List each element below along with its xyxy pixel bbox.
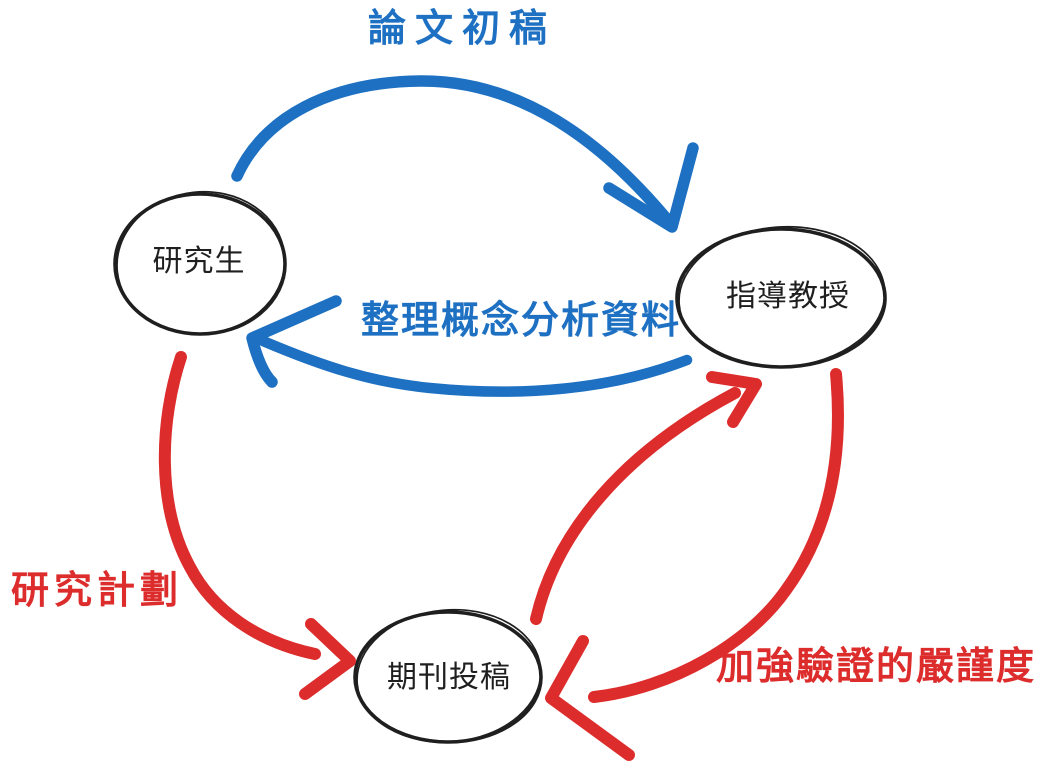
arrow-paper-draft [231, 75, 699, 233]
node-ellipse-graduate-student [113, 190, 287, 336]
edge-label-strengthen-rigor: 加強驗證的嚴謹度 [715, 644, 1037, 688]
arrow-organize-concept-analysis [246, 295, 693, 397]
node-ellipse-advisor [675, 225, 887, 369]
node-label-journal-submission: 期刊投稿 [387, 660, 511, 695]
node-label-advisor: 指導教授 [726, 279, 850, 314]
node-label-graduate-student: 研究生 [152, 244, 246, 279]
arrow-strengthen-rigor [545, 368, 844, 761]
edge-label-organize-concept-analysis: 整理概念分析資料 [360, 298, 682, 342]
node-ellipse-journal-submission [353, 608, 543, 744]
arrow-research-plan [158, 351, 356, 700]
edge-label-paper-draft: 論文初稿 [367, 6, 557, 50]
edge-label-research-plan: 研究計劃 [10, 568, 184, 612]
arrow-submission-to-advisor [530, 371, 762, 625]
